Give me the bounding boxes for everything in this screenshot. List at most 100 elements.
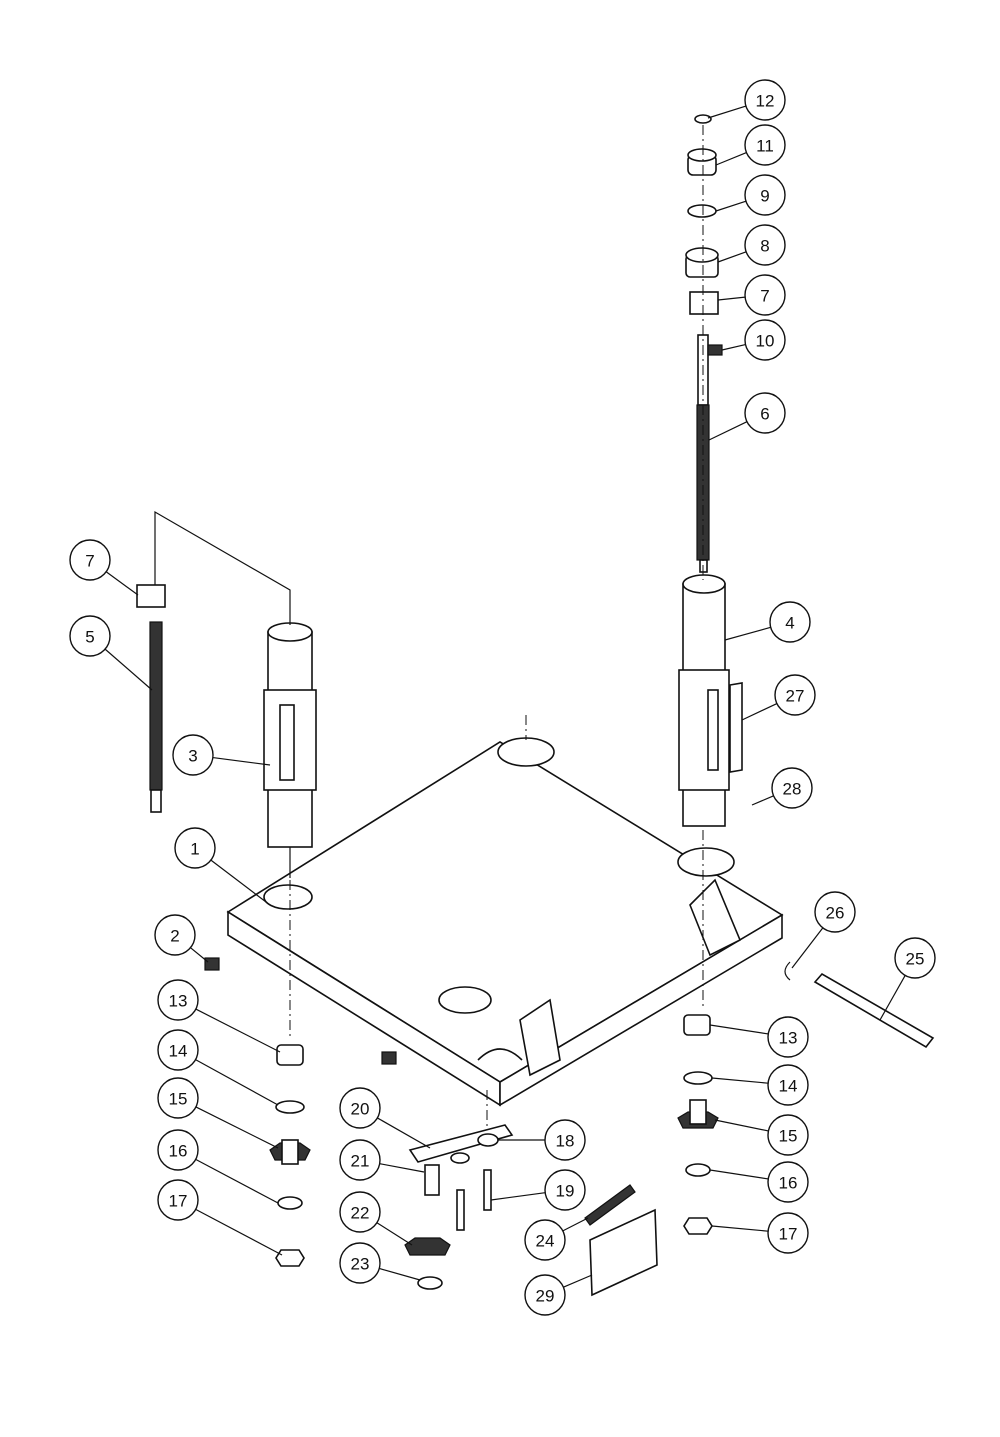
leader-line — [741, 702, 778, 721]
callout-circle — [767, 1161, 809, 1203]
callout-13: 13 — [157, 979, 281, 1053]
callout-number: 2 — [170, 927, 179, 946]
leader-line — [717, 296, 746, 301]
callout-number: 7 — [85, 552, 94, 571]
callout-number: 25 — [906, 950, 925, 969]
callout-circle — [339, 1242, 381, 1284]
callout-16: 16 — [157, 1129, 279, 1204]
callout-circle — [69, 539, 111, 581]
leader-line — [195, 1106, 279, 1149]
callout-15: 15 — [157, 1077, 279, 1149]
callout-17: 17 — [711, 1212, 809, 1254]
callout-29: 29 — [524, 1274, 593, 1316]
callout-20: 20 — [339, 1087, 431, 1149]
callout-circle — [767, 1212, 809, 1254]
leader-line — [721, 343, 746, 351]
callout-12: 12 — [707, 79, 786, 121]
callout-circle — [767, 1016, 809, 1058]
callout-number: 4 — [785, 614, 794, 633]
leader-line — [195, 1008, 281, 1053]
bracket-part-7-right — [689, 291, 719, 315]
callout-circle — [157, 1029, 199, 1071]
leader-line — [190, 947, 209, 963]
pin-part-25 — [813, 972, 935, 1049]
leader-line — [714, 1119, 769, 1132]
callout-circle — [69, 615, 111, 657]
callout-17: 17 — [157, 1179, 283, 1256]
callout-15: 15 — [714, 1114, 809, 1156]
callout-number: 29 — [536, 1287, 555, 1306]
label-part-29 — [589, 1208, 658, 1297]
leader-line — [707, 105, 747, 119]
leader-line — [210, 859, 271, 906]
callout-14: 14 — [157, 1029, 279, 1106]
callout-number: 11 — [756, 137, 774, 156]
callout-9: 9 — [715, 174, 786, 216]
scale-part-27 — [729, 682, 743, 773]
callout-circle — [744, 79, 786, 121]
callout-number: 14 — [169, 1042, 188, 1061]
callout-11: 11 — [715, 124, 786, 166]
leader-line — [104, 648, 153, 691]
callout-number: 16 — [169, 1142, 188, 1161]
callout-6: 6 — [708, 392, 786, 441]
callout-circle — [154, 914, 196, 956]
callout-4: 4 — [724, 601, 811, 643]
callout-22: 22 — [339, 1191, 413, 1246]
callout-7: 7 — [717, 274, 786, 316]
callout-7: 7 — [69, 539, 139, 596]
callout-26: 26 — [791, 891, 856, 969]
callout-number: 14 — [779, 1077, 798, 1096]
leader-line — [105, 571, 139, 596]
leader-line — [379, 1267, 421, 1281]
callout-circle — [814, 891, 856, 933]
callout-27: 27 — [741, 674, 816, 721]
callout-number: 1 — [190, 840, 199, 859]
ring-part-12 — [694, 114, 712, 124]
leader-line — [195, 1208, 283, 1256]
leader-line — [791, 927, 824, 969]
leader-line — [724, 626, 771, 641]
callout-circle — [774, 674, 816, 716]
callout-23: 23 — [339, 1242, 421, 1284]
leader-line — [715, 200, 747, 212]
leader-line — [562, 1217, 589, 1232]
leader-line — [195, 1158, 279, 1204]
callout-number: 13 — [169, 992, 188, 1011]
leader-line — [379, 1163, 425, 1173]
callout-1: 1 — [174, 827, 271, 906]
callout-number: 5 — [85, 628, 94, 647]
callout-2: 2 — [154, 914, 209, 963]
callout-circle — [339, 1191, 381, 1233]
callout-number: 15 — [779, 1127, 798, 1146]
leader-line — [377, 1117, 431, 1149]
leader-line — [711, 1077, 769, 1084]
callout-circle — [339, 1087, 381, 1129]
callout-circle — [744, 392, 786, 434]
callout-number: 8 — [760, 237, 769, 256]
callout-number: 18 — [556, 1132, 575, 1151]
bracket-part-7-left — [136, 584, 166, 608]
clip-part-9 — [687, 204, 717, 218]
leader-line — [711, 1225, 769, 1232]
callout-circle — [524, 1274, 566, 1316]
callout-number: 17 — [169, 1192, 188, 1211]
callout-circle — [157, 1179, 199, 1221]
callout-21: 21 — [339, 1139, 425, 1181]
callout-number: 26 — [826, 904, 845, 923]
leader-line — [490, 1192, 546, 1201]
callout-circle — [744, 224, 786, 266]
callout-number: 15 — [169, 1090, 188, 1109]
callout-number: 6 — [760, 405, 769, 424]
leader-line — [212, 756, 271, 766]
leader-line — [715, 152, 747, 166]
callout-circle — [767, 1064, 809, 1106]
callout-number: 3 — [188, 747, 197, 766]
callout-circle — [544, 1119, 586, 1161]
callout-number: 27 — [786, 687, 805, 706]
leader-line — [751, 795, 774, 806]
callout-28: 28 — [751, 767, 813, 809]
callout-number: 7 — [760, 287, 769, 306]
lead-screw-part-5 — [149, 621, 163, 813]
